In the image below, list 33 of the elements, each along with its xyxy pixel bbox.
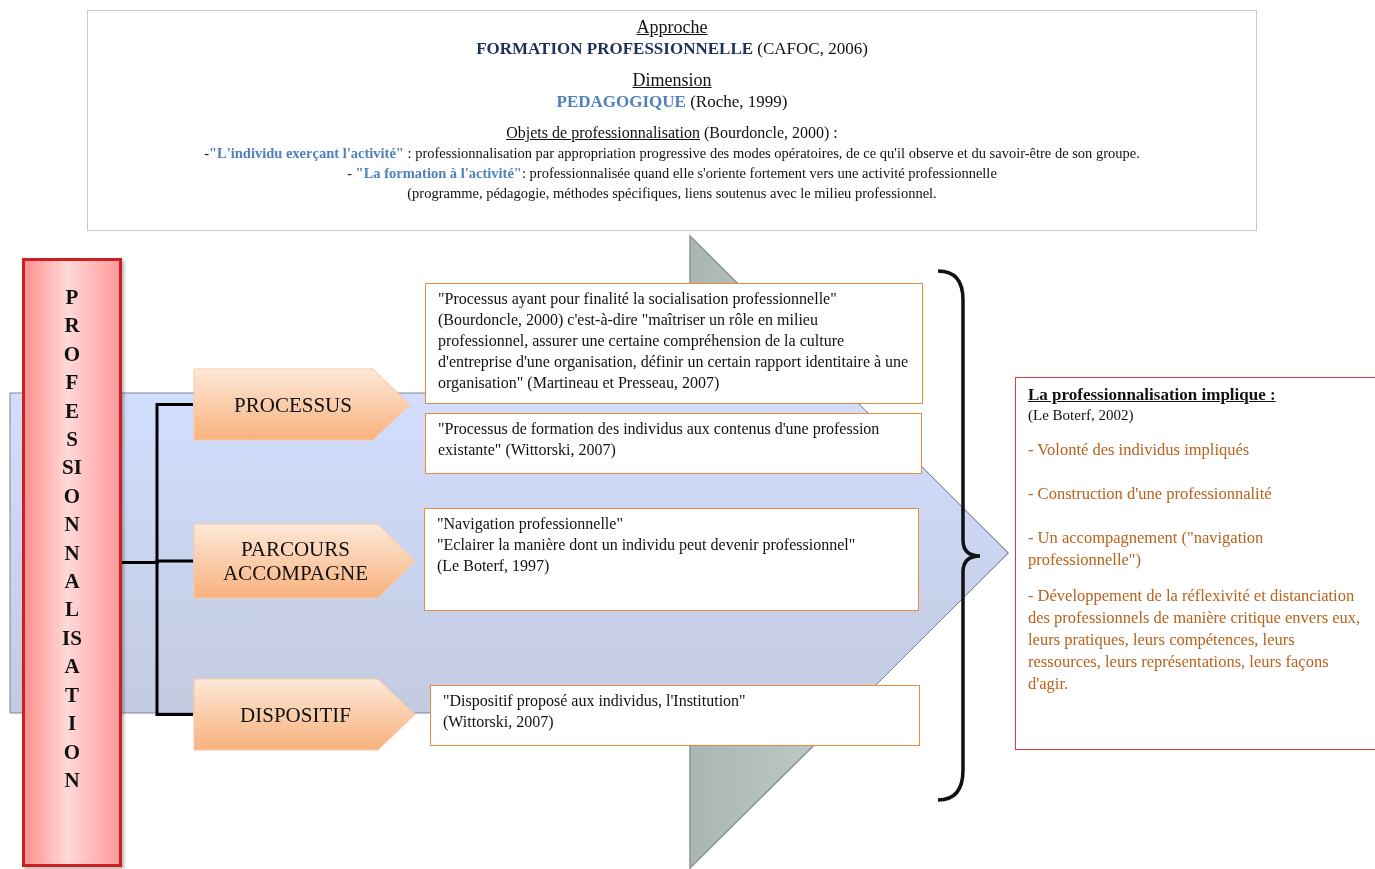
chevron-shape: PARCOURS ACCOMPAGNE <box>193 523 416 599</box>
chevron-shape: PROCESSUS <box>193 368 411 441</box>
text: "Processus ayant pour finalité la socialisation professionnelle" (Bourdoncle, 2000) c'est-à-dire "maîtriser un rôle en milieu professionnel, assurer une certaine compréhension de la culture d'entreprise d'une organisation, définir un certain rapport identitaire à une organisation" (Martineau et Presseau, 2007) <box>438 289 910 393</box>
text: "Navigation professionnelle" <box>437 514 624 534</box>
heading: Objets de professionnalisation <box>506 124 700 141</box>
text: - Construction d'une professionnalité <box>1028 483 1273 505</box>
text: PEDAGOGIQUE (Roche, 1999) <box>555 91 789 113</box>
text: FORMATION PROFESSIONNELLE (CAFOC, 2006) <box>475 38 869 60</box>
text: - Volonté des individus impliqués <box>1028 439 1251 461</box>
text-panel <box>87 10 1257 231</box>
text: "Eclairer la manière dont un individu peut devenir professionnel" <box>437 535 857 555</box>
vertical-title: PROFESSIONNALISATION <box>61 284 83 794</box>
heading: Approche <box>635 17 709 38</box>
quote-box <box>425 283 923 404</box>
text: (Le Boterf, 1997) <box>437 556 551 576</box>
chevron-shape: DISPOSITIF <box>193 678 416 751</box>
text: - "La formation à l'activité": professionnalisée quand elle s'oriente fortement vers une activité professionnelle <box>346 164 998 183</box>
text: -"L'individu exerçant l'activité" : professionnalisation par appropriation progressive des modes opératoires, de ce qu'il observe et du savoir-être de son groupe. <box>203 144 1141 163</box>
quote-box <box>425 413 922 474</box>
text-panel <box>1015 377 1375 750</box>
heading: La professionnalisation implique : <box>1028 384 1277 405</box>
quote-box <box>430 685 920 746</box>
text: (Bourdoncle, 2000) : <box>704 124 838 141</box>
heading: Dimension <box>631 70 713 91</box>
text: - Développement de la réflexivité et distanciation des professionnels de manière critique envers eux, leurs pratiques, leurs compétences, leurs ressources, leurs représentations, leurs façons d'agir. <box>1028 585 1362 695</box>
title-bar <box>22 258 122 867</box>
text: - Un accompagnement ("navigation professionnelle") <box>1028 527 1265 571</box>
text: "Processus de formation des individus aux contenus d'une profession existante" (Wittorski, 2007) <box>438 419 881 460</box>
text: (Le Boterf, 2002) <box>1028 406 1135 425</box>
text: (programme, pédagogie, méthodes spécifiques, liens soutenus avec le milieu professionnel. <box>406 184 938 203</box>
quote-box <box>424 508 919 611</box>
text: "Dispositif proposé aux individus, l'Institution" <box>443 691 747 711</box>
text: (Wittorski, 2007) <box>443 712 555 732</box>
